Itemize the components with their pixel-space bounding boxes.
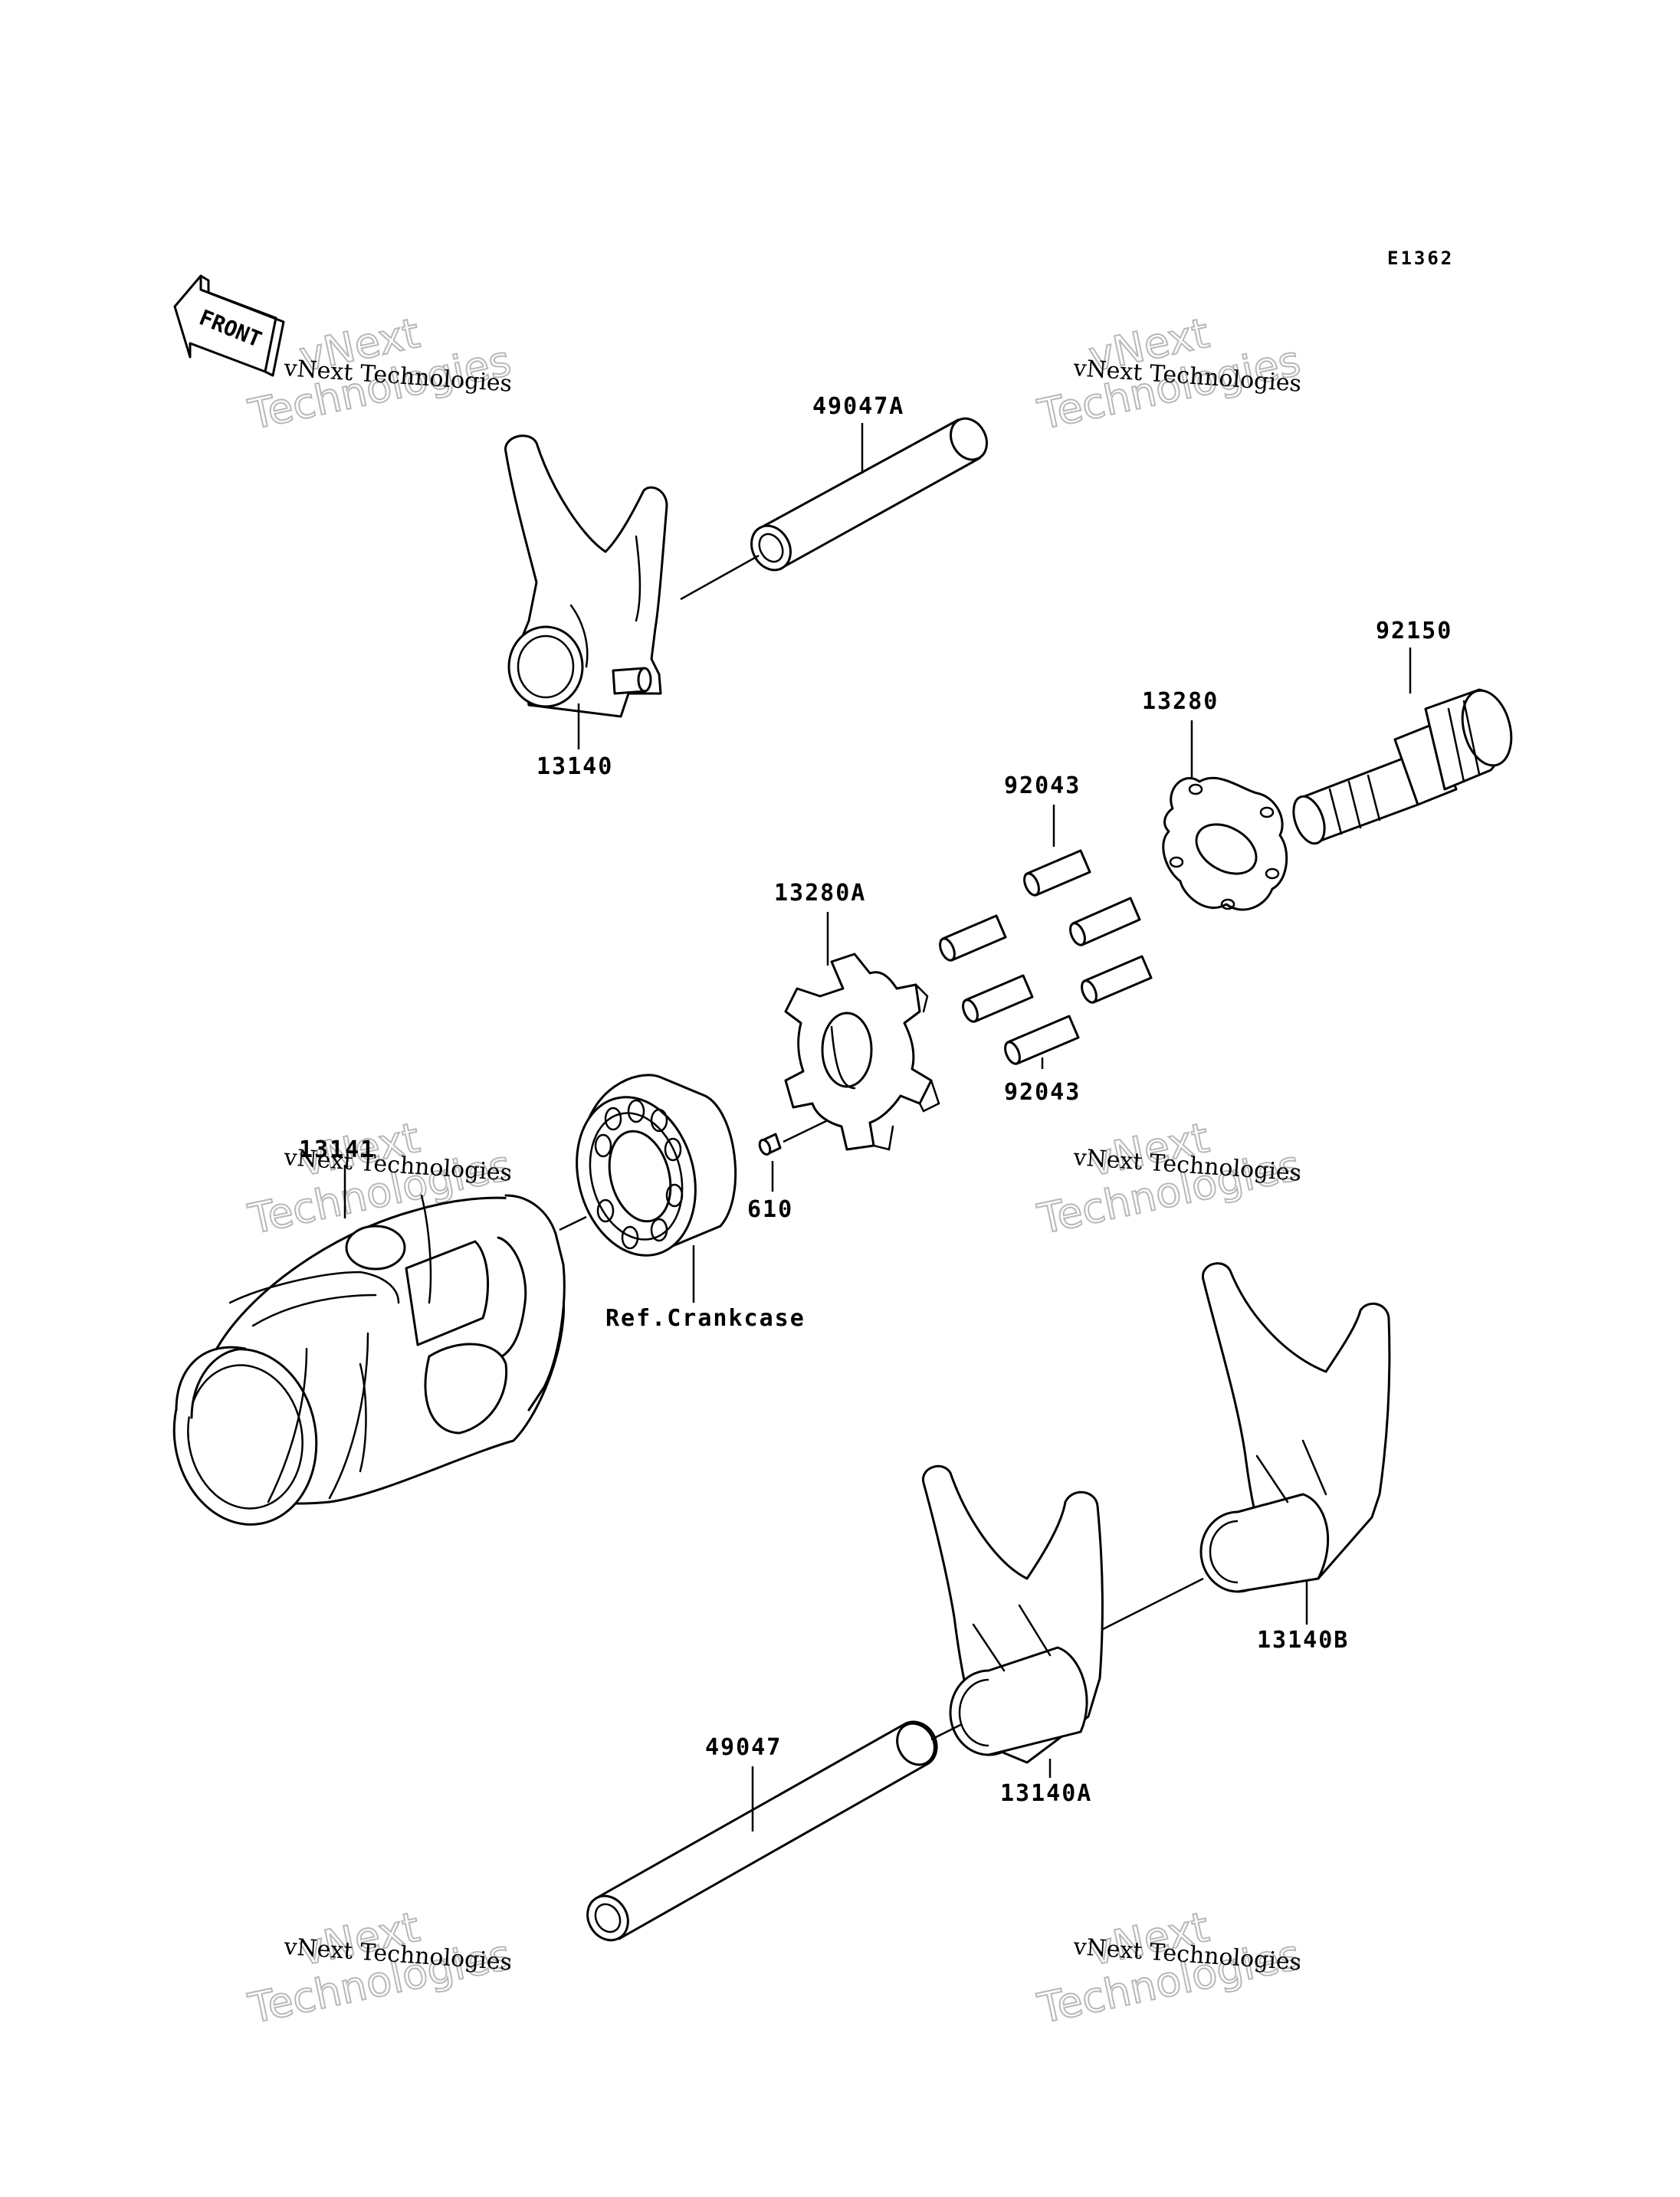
- label-13140: 13140: [536, 753, 613, 780]
- pin-3: [939, 914, 1007, 962]
- leader-610-axis: [783, 1119, 829, 1143]
- leader-axis-top: [680, 554, 760, 601]
- label-49047: 49047: [705, 1734, 782, 1761]
- shaft-49047: [586, 1720, 938, 1942]
- label-13140b: 13140B: [1257, 1627, 1349, 1654]
- shaft-49047a: [750, 417, 988, 572]
- fork-13140a: [922, 1464, 1104, 1764]
- fork-13140b: [1199, 1262, 1391, 1593]
- pin-4: [1081, 955, 1153, 1004]
- label-610: 610: [747, 1196, 793, 1223]
- pins-92043: [939, 849, 1153, 1065]
- pin-6: [1004, 1015, 1080, 1065]
- label-92043-bottom: 92043: [1004, 1079, 1081, 1106]
- bearing-ref-crankcase: [576, 1074, 737, 1257]
- plate-13280: [1162, 776, 1288, 911]
- diagram-code: E1362: [1387, 248, 1454, 269]
- leader-bearing-axis: [559, 1215, 587, 1231]
- pin-1: [1023, 849, 1091, 897]
- fork-13140: [504, 434, 668, 718]
- front-arrow-icon: FRONT: [173, 274, 285, 377]
- label-13140a: 13140A: [1000, 1780, 1092, 1807]
- label-13280: 13280: [1142, 688, 1219, 715]
- leader-fork-axis: [1091, 1577, 1204, 1636]
- drum-13141: [172, 1194, 566, 1526]
- label-92043-top: 92043: [1004, 772, 1081, 799]
- pin-2: [1069, 897, 1141, 946]
- leader-shaft-axis-bottom: [930, 1723, 963, 1741]
- label-92150: 92150: [1376, 618, 1452, 644]
- cam-13280a: [784, 953, 940, 1151]
- label-13280a: 13280A: [774, 880, 866, 907]
- label-ref-crankcase: Ref.Crankcase: [605, 1305, 806, 1332]
- pin-610: [758, 1133, 782, 1156]
- pin-5: [962, 974, 1034, 1023]
- bolt-92150: [1292, 688, 1513, 845]
- label-13141: 13141: [299, 1136, 376, 1163]
- label-49047a: 49047A: [812, 393, 904, 420]
